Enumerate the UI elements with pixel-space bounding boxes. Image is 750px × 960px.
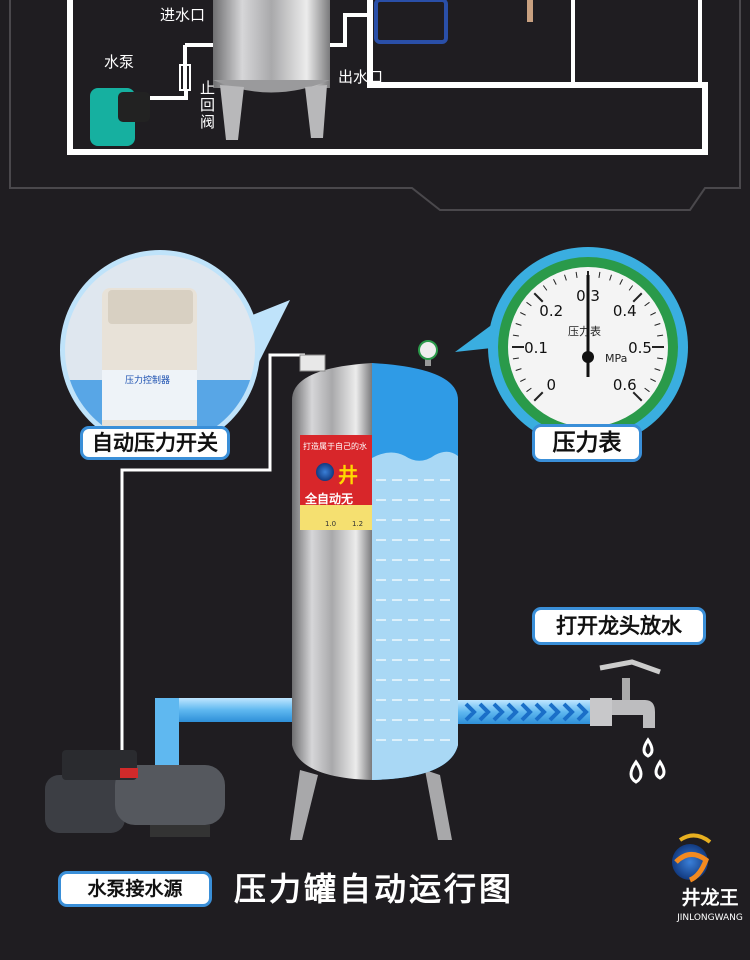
gauge-tick xyxy=(632,292,643,303)
top-panel xyxy=(9,0,741,211)
brand-name-cn: 井龙王 xyxy=(681,886,738,909)
gauge-tick-label: 0.2 xyxy=(539,302,563,320)
water-pump xyxy=(45,750,225,837)
gauge-tick-label: 0.6 xyxy=(613,376,637,394)
gauge-tick xyxy=(644,387,650,393)
gauge-tick xyxy=(650,378,656,382)
inlet-pipe xyxy=(155,698,292,778)
gauge-tick xyxy=(533,391,544,402)
gauge-tick xyxy=(657,334,664,337)
open-tap-label: 打开龙头放水 xyxy=(532,607,706,645)
gauge-tick xyxy=(564,274,567,281)
gauge-tick xyxy=(526,387,532,393)
pressure-gauge-label: 压力表 xyxy=(532,424,642,462)
gauge-tick xyxy=(657,357,664,360)
gauge-tick-label: 0.5 xyxy=(628,339,652,357)
tank-value: 1.0 xyxy=(325,520,336,528)
gauge-hub xyxy=(582,351,594,363)
gauge-tick xyxy=(533,292,544,303)
gauge-labels: 00.10.20.30.40.50.6 xyxy=(524,287,652,394)
tank-slogan: 打造属于自己的水 xyxy=(303,441,367,451)
pressure-switch-box xyxy=(299,354,326,372)
tank-brand-char: 井 xyxy=(338,463,358,487)
gauge-tick xyxy=(598,271,601,278)
svg-text:压力控制器: 压力控制器 xyxy=(125,374,170,386)
main-tank xyxy=(290,340,458,840)
gauge-tick xyxy=(654,323,661,326)
outlet-label: 出水口 xyxy=(338,68,383,86)
pressure-switch-callout: 压力控制器 xyxy=(60,250,290,450)
inlet-label: 进水口 xyxy=(160,6,205,24)
pump-source-label: 水泵接水源 xyxy=(58,871,212,907)
faucet-icon[interactable] xyxy=(590,659,661,728)
gauge-tick xyxy=(650,312,656,316)
check-valve-label: 止回阀 xyxy=(200,79,216,131)
brand-name-en: JINLONGWANG xyxy=(676,913,743,923)
gauge-tick-label: 0 xyxy=(546,376,556,394)
gauge-tick xyxy=(512,357,519,360)
gauge-tick xyxy=(654,368,661,371)
gauge-tick-label: 0.4 xyxy=(613,302,637,320)
gauge-tick xyxy=(628,285,634,291)
diagram-title: 压力罐自动运行图 xyxy=(234,870,515,908)
water-drops-icon xyxy=(629,737,666,784)
gauge-tick xyxy=(520,378,526,382)
outlet-pipe xyxy=(458,700,593,724)
gauge-tick xyxy=(515,368,522,371)
gauge-tick xyxy=(644,301,650,307)
gauge-unit: MPa xyxy=(605,352,627,365)
gauge-tick xyxy=(526,301,532,307)
gauge-tick xyxy=(609,274,612,281)
tank-gauge xyxy=(418,340,438,360)
tank-value: 1.2 xyxy=(352,520,363,528)
gauge-tick xyxy=(520,312,526,316)
gauge-tick xyxy=(632,391,643,402)
gauge-tick xyxy=(553,279,557,285)
pressure-switch-label: 自动压力开关 xyxy=(80,426,230,460)
gauge-tick xyxy=(542,285,548,291)
gauge-face-name: 压力表 xyxy=(568,324,601,338)
pump-label: 水泵 xyxy=(104,53,134,71)
control-wire xyxy=(120,353,305,760)
gauge-tick xyxy=(515,323,522,326)
brand-logo xyxy=(672,833,712,883)
gauge-tick xyxy=(619,279,623,285)
gauge-tick xyxy=(512,334,519,337)
gauge-tick xyxy=(575,271,578,278)
gauge-tick-label: 0.1 xyxy=(524,339,548,357)
tank-product: 全自动无 xyxy=(304,491,353,506)
